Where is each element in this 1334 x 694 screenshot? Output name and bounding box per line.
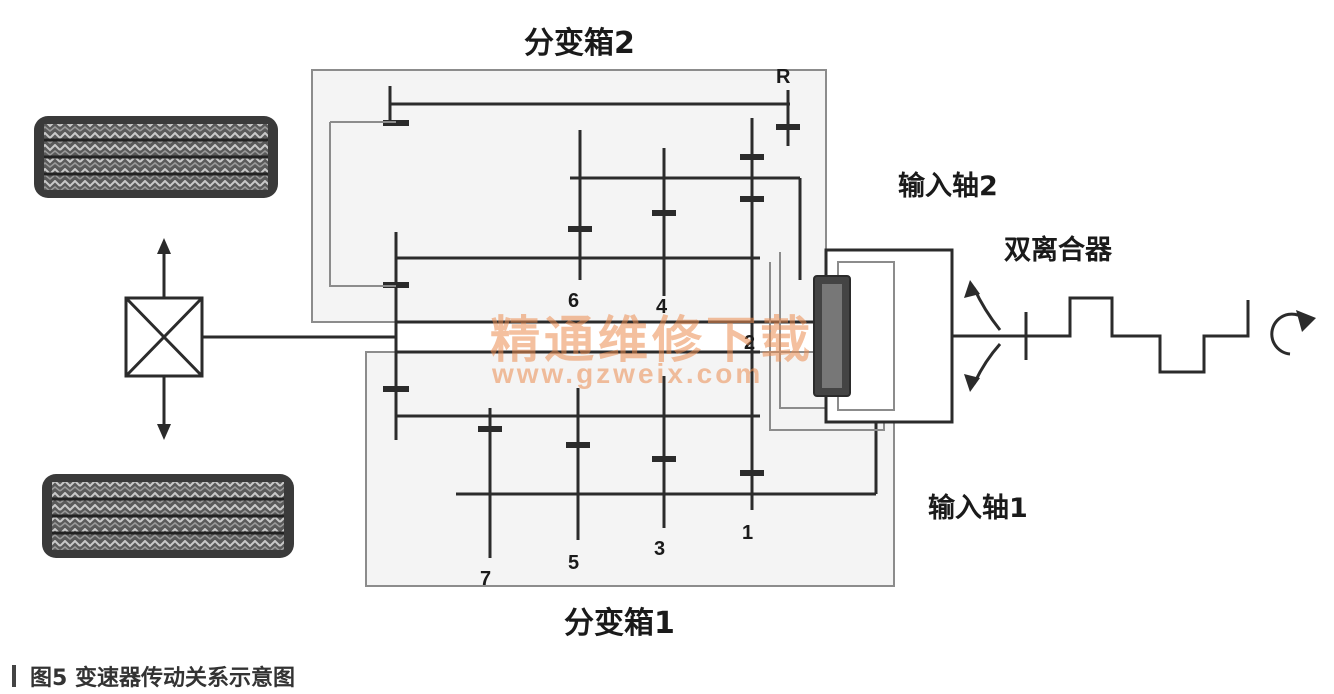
watermark-url: www.gzweix.com: [492, 358, 764, 389]
gear-6-label: 6: [568, 290, 580, 312]
watermark-title: 精通维修下载: [490, 310, 814, 369]
axle-arrows: [157, 238, 171, 440]
rotation-arrow-icon: [1270, 310, 1316, 356]
sub-gearbox-1-housing: [365, 351, 895, 587]
tire-lower-icon: [42, 474, 294, 558]
dual-clutch-icon: [813, 248, 1028, 424]
dual-clutch-label: 双离合器: [1004, 235, 1112, 266]
caption-text: 图5 变速器传动关系示意图: [30, 666, 295, 691]
input-shaft-2-label: 输入轴2: [898, 171, 998, 202]
gear-3-label: 3: [654, 538, 666, 560]
figure-caption: 图5 变速器传动关系示意图: [12, 660, 295, 692]
tire-upper-icon: [34, 116, 278, 198]
crankshaft-icon: [1026, 296, 1250, 374]
sub-gearbox-1-label: 分变箱1: [564, 606, 675, 641]
caption-bar: [12, 665, 16, 687]
gear-1-label: 1: [742, 522, 754, 544]
shaft-lines: [388, 86, 878, 558]
sub-gearbox-2-label: 分变箱2: [524, 26, 635, 61]
gear-r-label: R: [776, 66, 791, 88]
gear-5-label: 5: [568, 552, 580, 574]
gear-2-label: 2: [744, 332, 756, 354]
differential-icon: [124, 296, 204, 378]
input-shaft-1-label: 输入轴1: [928, 493, 1028, 524]
gear-4-label: 4: [656, 296, 668, 318]
gear-7-label: 7: [480, 568, 492, 590]
